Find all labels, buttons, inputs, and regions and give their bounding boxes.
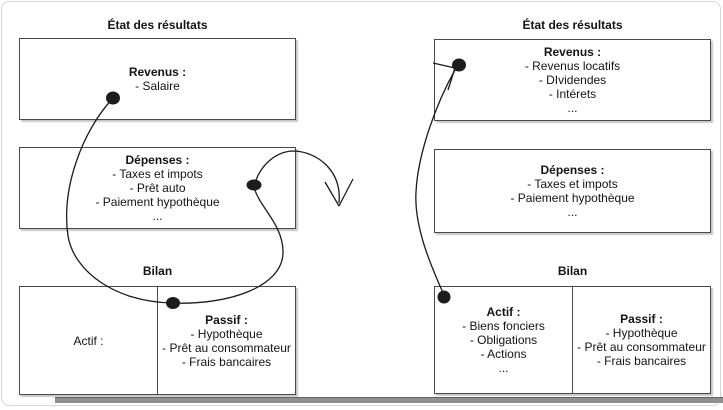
assets-cell-right: Actif : - Biens fonciers - Obligations -… [435,287,573,393]
income-statement-title-right: État des résultats [522,18,623,32]
liabilities-heading: Passif : [620,312,663,326]
expense-item: - Paiement hypothèque [95,195,220,209]
liability-item: - Hypothèque [190,326,263,341]
revenue-box-right: Revenus : - Revenus locatifs - DIvidende… [434,39,711,121]
expense-item: ... [567,205,578,219]
revenue-item: - Intérets [548,87,597,101]
revenue-item: - Revenus locatifs [524,59,621,73]
liability-item: - Frais bancaires [596,354,687,368]
revenue-item: ... [567,101,578,115]
expense-box-left: Dépenses : - Taxes et impots - Prêt auto… [19,147,296,229]
expense-item: - Paiement hypothèque [510,191,635,205]
assets-cell-left: Actif : [20,287,158,394]
liabilities-cell-right: Passif : - Hypothèque - Prêt au consomma… [573,287,710,393]
liability-item: - Prêt au consommateur [162,340,291,355]
revenue-box-left: Revenus : - Salaire [19,38,296,120]
liability-item: - Frais bancaires [181,354,272,369]
asset-item: - Actions [480,347,527,361]
revenue-heading: Revenus : [128,65,187,79]
expense-item: - Prêt auto [129,181,186,195]
revenue-heading: Revenus : [543,45,602,59]
liabilities-heading: Passif : [205,312,248,327]
expense-heading: Dépenses : [125,153,190,167]
liability-item: - Hypothèque [605,326,678,340]
expense-box-right: Dépenses : - Taxes et impots - Paiement … [434,149,711,233]
liability-item: - Prêt au consommateur [577,340,706,354]
balance-sheet-title-left: Bilan [142,264,173,278]
assets-heading: Actif : [486,305,521,319]
asset-item: ... [498,361,509,375]
balance-sheet-title-right: Bilan [557,264,588,278]
revenue-item: - DIvidendes [538,73,607,87]
liabilities-cell-left: Passif : - Hypothèque - Prêt au consomma… [158,287,295,394]
expense-item: - Taxes et impots [527,177,618,191]
expense-item: - Taxes et impots [112,167,203,181]
expense-heading: Dépenses : [540,163,605,177]
assets-heading: Actif : [73,333,104,348]
balance-sheet-box-right: Actif : - Biens fonciers - Obligations -… [434,286,711,394]
asset-item: - Obligations [469,333,538,347]
revenue-item: - Salaire [135,79,180,93]
expense-item: ... [152,209,163,223]
bottom-page-divider [55,397,723,403]
balance-sheet-box-left: Actif : Passif : - Hypothèque - Prêt au … [19,286,296,395]
asset-item: - Biens fonciers [462,319,545,333]
income-statement-title-left: État des résultats [107,18,208,32]
